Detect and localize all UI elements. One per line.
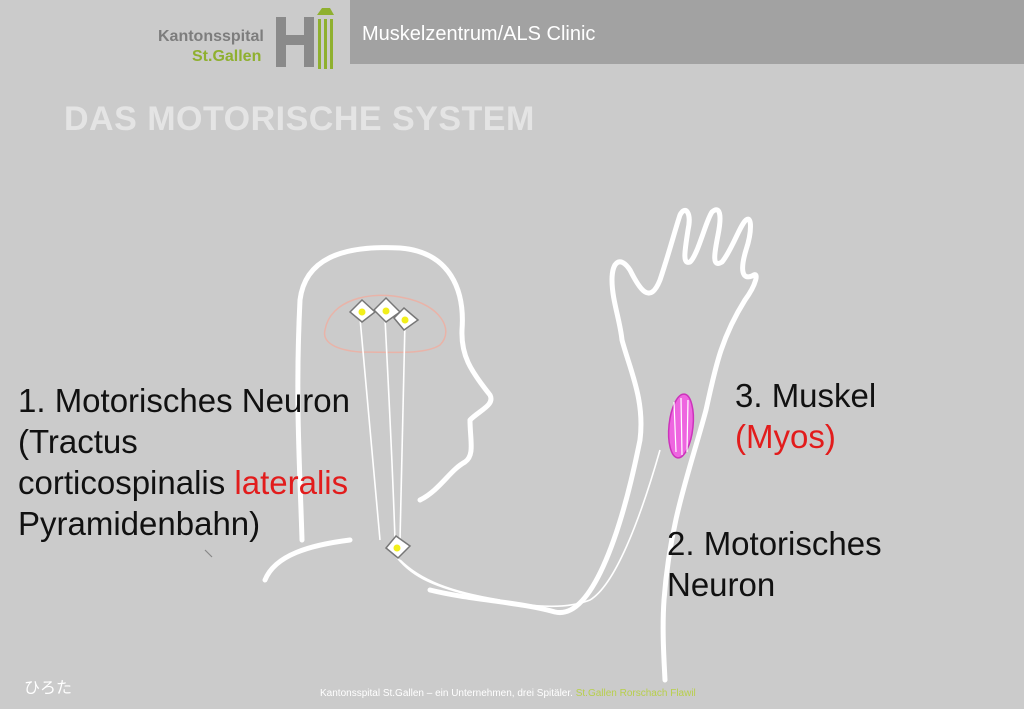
logo-mark-icon	[276, 8, 334, 69]
arm-outline	[427, 207, 759, 683]
neuron2-line2: Neuron	[667, 566, 776, 603]
footer-cities: St.Gallen Rorschach Flawil	[575, 688, 696, 699]
neuron1-line2: (Tractus	[18, 423, 138, 460]
muscle-line2: (Myos)	[735, 418, 836, 455]
shoulder-outline	[262, 537, 353, 583]
label-second-motor-neuron: 2. Motorisches Neuron	[667, 523, 882, 605]
muscle-icon	[667, 393, 695, 459]
neuron1-line3: corticospinalis lateralis	[18, 462, 350, 503]
page-title: DAS MOTORISCHE SYSTEM	[64, 100, 535, 138]
clinic-name: Muskelzentrum/ALS Clinic	[362, 23, 596, 45]
brain-outline	[323, 294, 447, 354]
label-first-motor-neuron: 1. Motorisches Neuron (Tractus corticosp…	[18, 380, 350, 544]
label-muscle: 3. Muskel (Myos)	[735, 375, 876, 457]
neuron1-lateralis: lateralis	[234, 464, 349, 501]
logo-text-kantonsspital: Kantonsspital	[158, 28, 264, 45]
logo-text-stgallen: St.Gallen	[192, 48, 262, 65]
neuron2-line1: 2. Motorisches	[667, 525, 882, 562]
footer: Kantonsspital St.Gallen – ein Unternehme…	[320, 688, 696, 699]
header-title-bar	[350, 0, 1024, 64]
neuron1-line3a: corticospinalis	[18, 464, 235, 501]
muscle-line1: 3. Muskel	[735, 377, 877, 414]
head-outline	[295, 245, 494, 543]
neuron1-line4: Pyramidenbahn)	[18, 505, 261, 542]
corticospinal-tract	[359, 317, 381, 541]
neuron1-line1: 1. Motorisches Neuron	[18, 382, 350, 419]
signature: ひろた	[24, 680, 73, 697]
footer-text: Kantonsspital St.Gallen – ein Unternehme…	[320, 688, 573, 699]
